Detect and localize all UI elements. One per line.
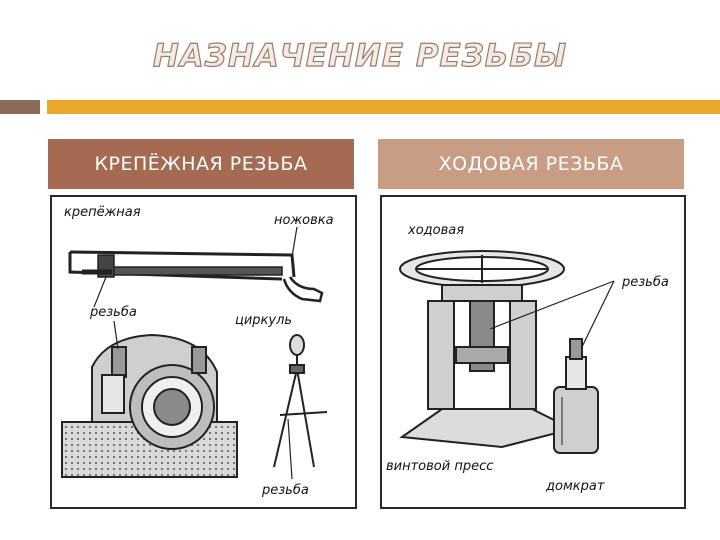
panel-fastening-thread: крепёжная ножовка резьба циркуль резьба: [50, 195, 357, 509]
fastening-illustrations: [61, 226, 328, 480]
label-fastening: крепёжная: [64, 205, 141, 220]
label-jack: домкрат: [546, 479, 605, 494]
label-hacksaw: ножовка: [274, 213, 334, 228]
label-compass: циркуль: [235, 313, 293, 328]
slide-title: НАЗНАЧЕНИЕ РЕЗЬБЫ: [152, 37, 568, 74]
title-accent-bar-left: [0, 100, 40, 114]
running-illustrations: [399, 250, 615, 454]
title-accent-bar-right: [47, 100, 720, 114]
header-fastening-thread: КРЕПЁЖНАЯ РЕЗЬБА: [48, 139, 354, 189]
label-screw-press: винтовой пресс: [386, 459, 494, 474]
bearing-housing-illustration: [61, 333, 238, 478]
header-running-thread: ХОДОВАЯ РЕЗЬБА: [378, 139, 684, 189]
label-thread-2: резьба: [262, 483, 309, 498]
label-thread: резьба: [622, 275, 669, 290]
compass-illustration: [273, 334, 328, 468]
label-running: ходовая: [408, 223, 465, 238]
label-thread-1: резьба: [90, 305, 137, 320]
screw-press-illustration: [399, 250, 575, 449]
panel-running-thread: ходовая резьба винтовой пресс домкрат: [380, 195, 686, 509]
jack-illustration: [553, 338, 599, 454]
hacksaw-illustration: [68, 250, 324, 303]
